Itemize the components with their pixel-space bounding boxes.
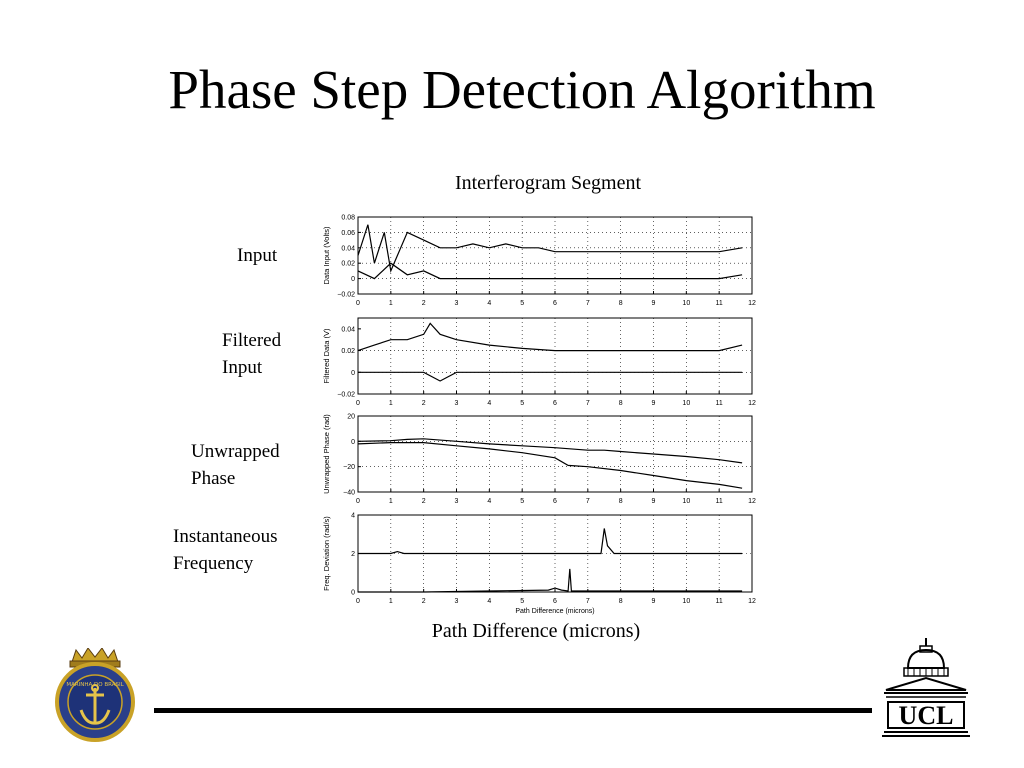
plot-frame-0 xyxy=(357,216,753,295)
x-tick-label: 0 xyxy=(356,300,360,307)
x-tick-label: 1 xyxy=(389,300,393,307)
y-tick-label: 2 xyxy=(351,551,355,558)
footer-rule xyxy=(154,708,872,713)
x-tick-label: 1 xyxy=(389,400,393,407)
row-label-input: Input xyxy=(237,245,278,266)
ucl-logo: UCL xyxy=(882,638,970,737)
x-tick-label: 12 xyxy=(748,598,756,605)
x-tick-label: 6 xyxy=(553,300,557,307)
x-tick-label: 6 xyxy=(553,598,557,605)
x-tick-label: 3 xyxy=(455,300,459,307)
x-tick-label: 0 xyxy=(356,400,360,407)
y-tick-label: 0 xyxy=(351,439,355,446)
series-line-0 xyxy=(357,322,743,352)
y-axis-label: Unwrapped Phase (rad) xyxy=(322,414,331,494)
x-tick-label: 10 xyxy=(682,498,690,505)
x-tick-label: 5 xyxy=(520,598,524,605)
x-axis-label: Path Difference (microns) xyxy=(515,608,594,615)
x-tick-label: 5 xyxy=(520,498,524,505)
x-tick-label: 9 xyxy=(652,498,656,505)
y-tick-label: 0 xyxy=(351,276,355,283)
series-line-0 xyxy=(357,438,743,464)
y-tick-label: 0.08 xyxy=(341,215,355,222)
y-tick-label: 0.04 xyxy=(341,245,355,252)
series-line-1 xyxy=(357,262,743,280)
x-tick-label: 12 xyxy=(748,300,756,307)
x-tick-label: 3 xyxy=(455,598,459,605)
slide-title: Phase Step Detection Algorithm xyxy=(168,59,876,120)
y-tick-label: 0.02 xyxy=(341,348,355,355)
y-tick-label: 20 xyxy=(347,414,355,421)
x-tick-label: 11 xyxy=(716,400,723,407)
series-line-1 xyxy=(357,442,743,489)
x-tick-label: 8 xyxy=(619,400,623,407)
y-tick-label: 0.06 xyxy=(341,230,355,237)
x-tick-label: 9 xyxy=(652,300,656,307)
x-tick-label: 1 xyxy=(389,598,393,605)
x-tick-label: 7 xyxy=(586,400,590,407)
y-tick-label: 4 xyxy=(351,513,355,520)
row-label-instantaneous-frequency: Instantaneous Frequency xyxy=(173,526,278,574)
x-tick-label: 4 xyxy=(487,400,491,407)
y-axis-label: Freq. Deviation (rad/s) xyxy=(322,516,331,591)
x-tick-label: 1 xyxy=(389,498,393,505)
x-tick-label: 2 xyxy=(422,498,426,505)
x-tick-label: 7 xyxy=(586,498,590,505)
path-difference-label: Path Difference (microns) xyxy=(431,620,641,642)
x-tick-label: 2 xyxy=(422,400,426,407)
series-line-1 xyxy=(358,568,743,593)
y-tick-label: 0 xyxy=(351,370,355,377)
x-tick-label: 9 xyxy=(652,598,656,605)
x-tick-label: 7 xyxy=(586,598,590,605)
x-tick-label: 5 xyxy=(520,300,524,307)
x-tick-label: 3 xyxy=(455,498,459,505)
x-tick-label: 4 xyxy=(487,598,491,605)
x-tick-label: 3 xyxy=(455,400,459,407)
x-tick-label: 8 xyxy=(619,598,623,605)
series-line-1 xyxy=(358,371,743,382)
x-tick-label: 11 xyxy=(716,598,723,605)
x-tick-label: 0 xyxy=(356,498,360,505)
x-tick-label: 6 xyxy=(553,498,557,505)
x-tick-label: 8 xyxy=(619,300,623,307)
series-line-0 xyxy=(357,224,743,274)
y-tick-label: −0.02 xyxy=(337,392,355,399)
x-tick-label: 7 xyxy=(586,300,590,307)
x-tick-label: 9 xyxy=(652,400,656,407)
x-tick-label: 2 xyxy=(422,598,426,605)
x-tick-label: 12 xyxy=(748,400,756,407)
row-label-filtered-input: Filtered Input xyxy=(222,330,282,378)
y-axis-label: Data Input (Volts) xyxy=(322,226,331,284)
navy-emblem-logo: MARINHA DO BRASIL xyxy=(55,648,135,742)
x-tick-label: 8 xyxy=(619,498,623,505)
y-tick-label: −20 xyxy=(343,464,355,471)
x-tick-label: 10 xyxy=(682,400,690,407)
x-tick-label: 6 xyxy=(553,400,557,407)
y-tick-label: 0.04 xyxy=(341,326,355,333)
x-tick-label: 10 xyxy=(682,300,690,307)
x-tick-label: 4 xyxy=(487,498,491,505)
x-tick-label: 12 xyxy=(748,498,756,505)
x-tick-label: 11 xyxy=(716,498,723,505)
y-tick-label: −0.02 xyxy=(337,292,355,299)
y-tick-label: −40 xyxy=(343,490,355,497)
x-tick-label: 4 xyxy=(487,300,491,307)
svg-text:UCL: UCL xyxy=(899,701,954,730)
x-tick-label: 2 xyxy=(422,300,426,307)
y-tick-label: 0 xyxy=(351,590,355,597)
row-label-unwrapped-phase: Unwrapped Phase xyxy=(191,441,280,489)
x-tick-label: 11 xyxy=(716,300,723,307)
x-tick-label: 10 xyxy=(682,598,690,605)
y-tick-label: 0.02 xyxy=(341,261,355,268)
x-tick-label: 5 xyxy=(520,400,524,407)
segment-title: Interferogram Segment xyxy=(454,172,642,194)
series-line-0 xyxy=(358,528,743,555)
x-tick-label: 0 xyxy=(356,598,360,605)
y-axis-label: Filtered Data (V) xyxy=(322,328,331,384)
